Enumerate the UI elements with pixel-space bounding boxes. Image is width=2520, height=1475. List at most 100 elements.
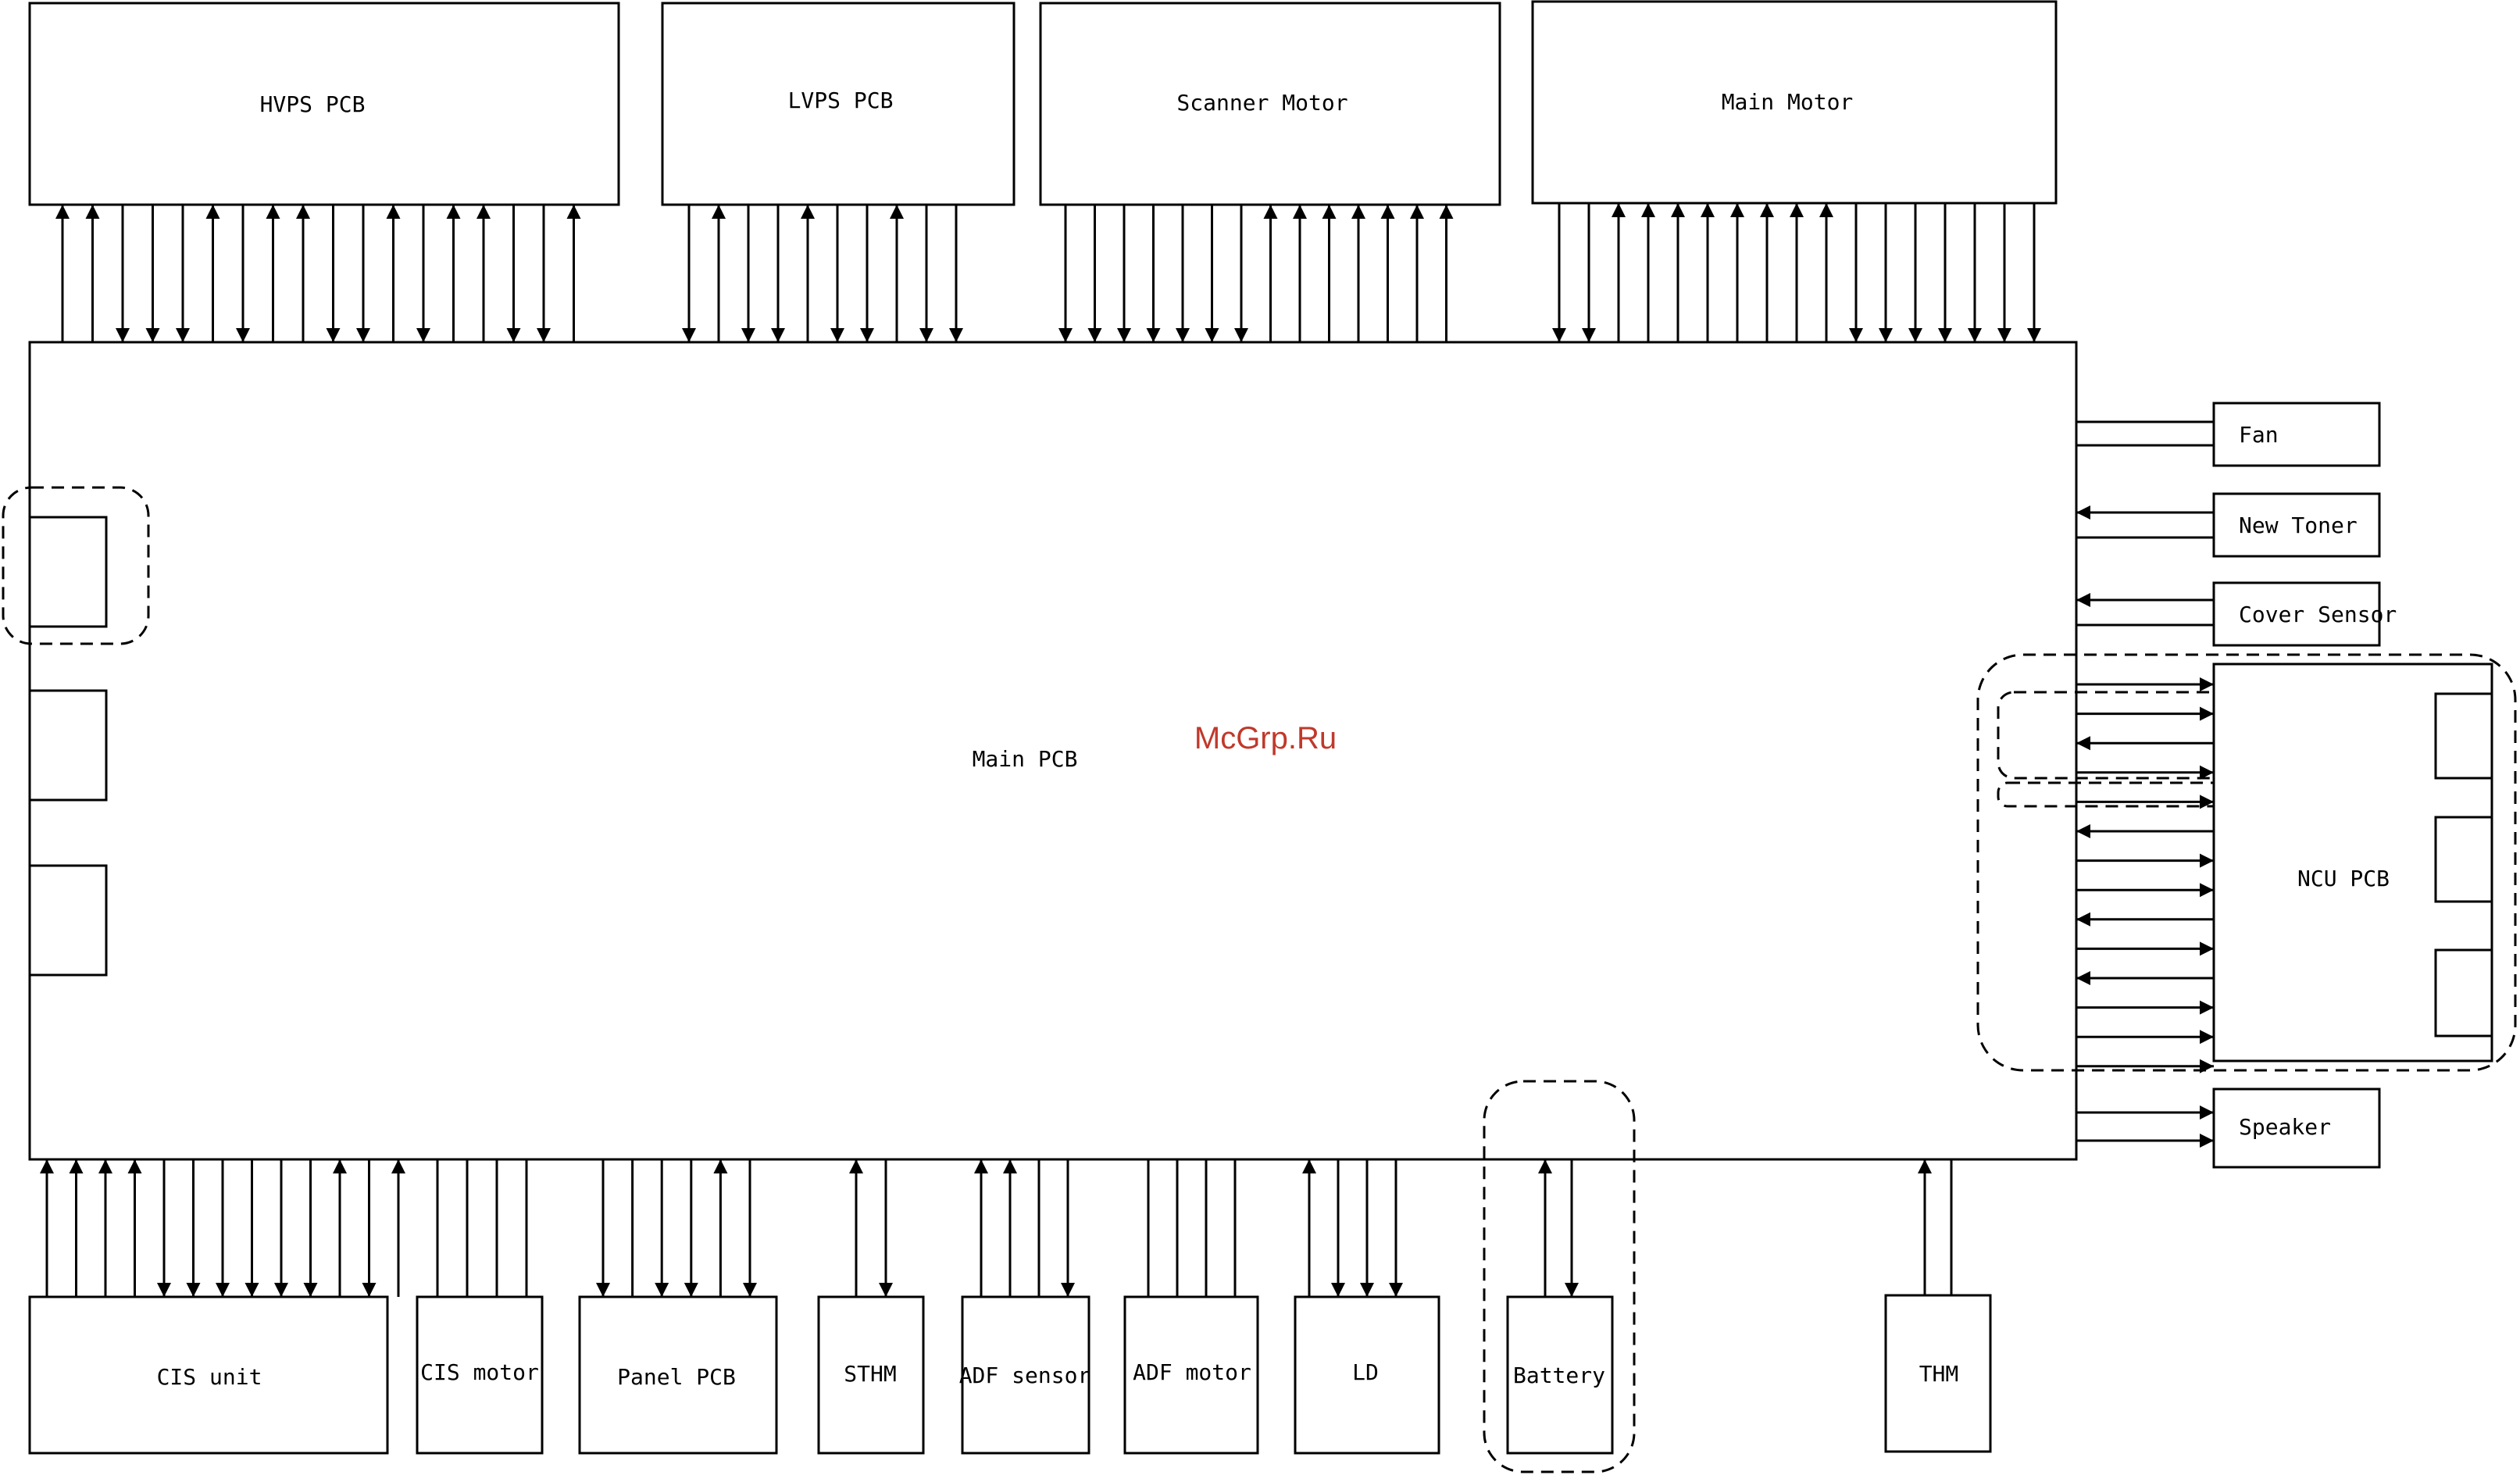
ncu-arrowhead [2200, 707, 2214, 721]
left-connector-2 [30, 691, 106, 800]
lvps-arrowhead [801, 205, 815, 219]
thm-arrowhead [1918, 1159, 1932, 1173]
cis-unit-arrowhead [245, 1283, 259, 1297]
hvps-arrowhead [266, 205, 280, 219]
cis-motor-label: CIS motor [420, 1359, 539, 1385]
main-motor-arrowhead [1968, 328, 1982, 342]
cover-sensor-label: Cover Sensor [2239, 602, 2397, 627]
lvps-arrowhead [712, 205, 726, 219]
panel-pcb-arrowhead [684, 1283, 698, 1297]
cis-unit-arrowhead [128, 1159, 142, 1173]
scanner-motor-arrowhead [1058, 328, 1073, 342]
cis-unit-arrowhead [187, 1283, 201, 1297]
lvps-arrowhead [741, 328, 755, 342]
hvps-arrowhead [236, 328, 250, 342]
thm-label: THM [1919, 1361, 1959, 1387]
lvps-arrowhead [919, 328, 933, 342]
ncu-connector-3 [2436, 950, 2492, 1036]
cis-unit-arrowhead [274, 1283, 288, 1297]
cis-unit-label: CIS unit [157, 1364, 262, 1390]
scanner-motor-arrowhead [1293, 205, 1307, 219]
main-motor-arrowhead [1879, 328, 1893, 342]
scanner-motor-arrowhead [1205, 328, 1219, 342]
scanner-motor-arrowhead [1234, 328, 1248, 342]
hvps-arrowhead [296, 205, 310, 219]
speaker-arrowhead [2200, 1134, 2214, 1148]
scanner-motor-arrowhead [1322, 205, 1337, 219]
scanner-motor-arrowhead [1176, 328, 1190, 342]
sthm-arrowhead [879, 1283, 893, 1297]
hvps-arrowhead [327, 328, 341, 342]
scanner-motor-arrowhead [1381, 205, 1395, 219]
panel-pcb-arrowhead [743, 1283, 757, 1297]
watermark-text: McGrp.Ru [1194, 721, 1337, 755]
speaker-arrowhead [2200, 1105, 2214, 1120]
lvps-arrowhead [682, 328, 696, 342]
main-motor-arrowhead [1730, 203, 1744, 217]
lvps-arrowhead [860, 328, 874, 342]
scanner-motor-arrowhead [1147, 328, 1161, 342]
lvps-arrowhead [890, 205, 904, 219]
main-motor-arrowhead [1849, 328, 1863, 342]
hvps-pcb-label: HVPS PCB [260, 91, 366, 117]
fan-label: Fan [2239, 422, 2279, 448]
hvps-arrowhead [537, 328, 551, 342]
left-connector-1 [30, 517, 106, 627]
cover-sensor-arrowhead [2076, 593, 2090, 607]
hvps-arrowhead [447, 205, 461, 219]
ncu-arrowhead [2200, 1059, 2214, 1073]
lvps-arrowhead [830, 328, 844, 342]
hvps-arrowhead [356, 328, 370, 342]
ncu-pcb-label: NCU PCB [2297, 866, 2390, 891]
scanner-motor-arrowhead [1440, 205, 1454, 219]
ld-arrowhead [1302, 1159, 1316, 1173]
main-motor-label: Main Motor [1722, 89, 1854, 115]
cis-unit-arrowhead [362, 1283, 377, 1297]
main-motor-arrowhead [1760, 203, 1774, 217]
adf-motor-label: ADF motor [1133, 1359, 1251, 1385]
ncu-arrowhead [2200, 883, 2214, 897]
main-motor-arrowhead [1582, 328, 1596, 342]
cis-unit-arrowhead [98, 1159, 112, 1173]
hvps-arrowhead [387, 205, 401, 219]
panel-pcb-arrowhead [655, 1283, 669, 1297]
ncu-arrowhead [2200, 1001, 2214, 1015]
battery-label: Battery [1513, 1362, 1605, 1388]
lvps-arrowhead [771, 328, 785, 342]
hvps-arrowhead [146, 328, 160, 342]
ld-arrowhead [1331, 1283, 1345, 1297]
hvps-arrowhead [567, 205, 581, 219]
ld-label: LD [1352, 1359, 1379, 1385]
cis-unit-arrowhead [333, 1159, 347, 1173]
adf-sensor-arrowhead [974, 1159, 988, 1173]
scanner-motor-label: Scanner Motor [1176, 90, 1347, 116]
scanner-motor-arrowhead [1264, 205, 1278, 219]
lvps-pcb-label: LVPS PCB [788, 88, 894, 113]
ncu-arrowhead [2200, 1030, 2214, 1044]
scanner-motor-arrowhead [1117, 328, 1131, 342]
hvps-arrowhead [86, 205, 100, 219]
main-motor-arrowhead [1819, 203, 1833, 217]
ncu-arrowhead [2076, 912, 2090, 927]
hvps-arrowhead [507, 328, 521, 342]
scanner-motor-arrowhead [1351, 205, 1365, 219]
left-connector-3 [30, 866, 106, 975]
cis-unit-arrowhead [391, 1159, 405, 1173]
speaker-label: Speaker [2239, 1114, 2331, 1140]
new-toner-label: New Toner [2239, 512, 2358, 538]
adf-sensor-arrowhead [1003, 1159, 1017, 1173]
main-motor-arrowhead [1641, 203, 1655, 217]
ncu-arrowhead [2076, 824, 2090, 838]
ncu-arrowhead [2076, 736, 2090, 750]
adf-sensor-label: ADF sensor [959, 1362, 1091, 1388]
ncu-arrowhead [2200, 854, 2214, 868]
hvps-arrowhead [176, 328, 190, 342]
cis-unit-arrowhead [216, 1283, 230, 1297]
panel-pcb-arrowhead [596, 1283, 610, 1297]
panel-pcb-label: Panel PCB [617, 1364, 736, 1390]
battery-arrowhead [1538, 1159, 1552, 1173]
main-motor-arrowhead [1938, 328, 1952, 342]
ncu-connector-1 [2436, 694, 2492, 778]
ncu-arrowhead [2076, 971, 2090, 985]
